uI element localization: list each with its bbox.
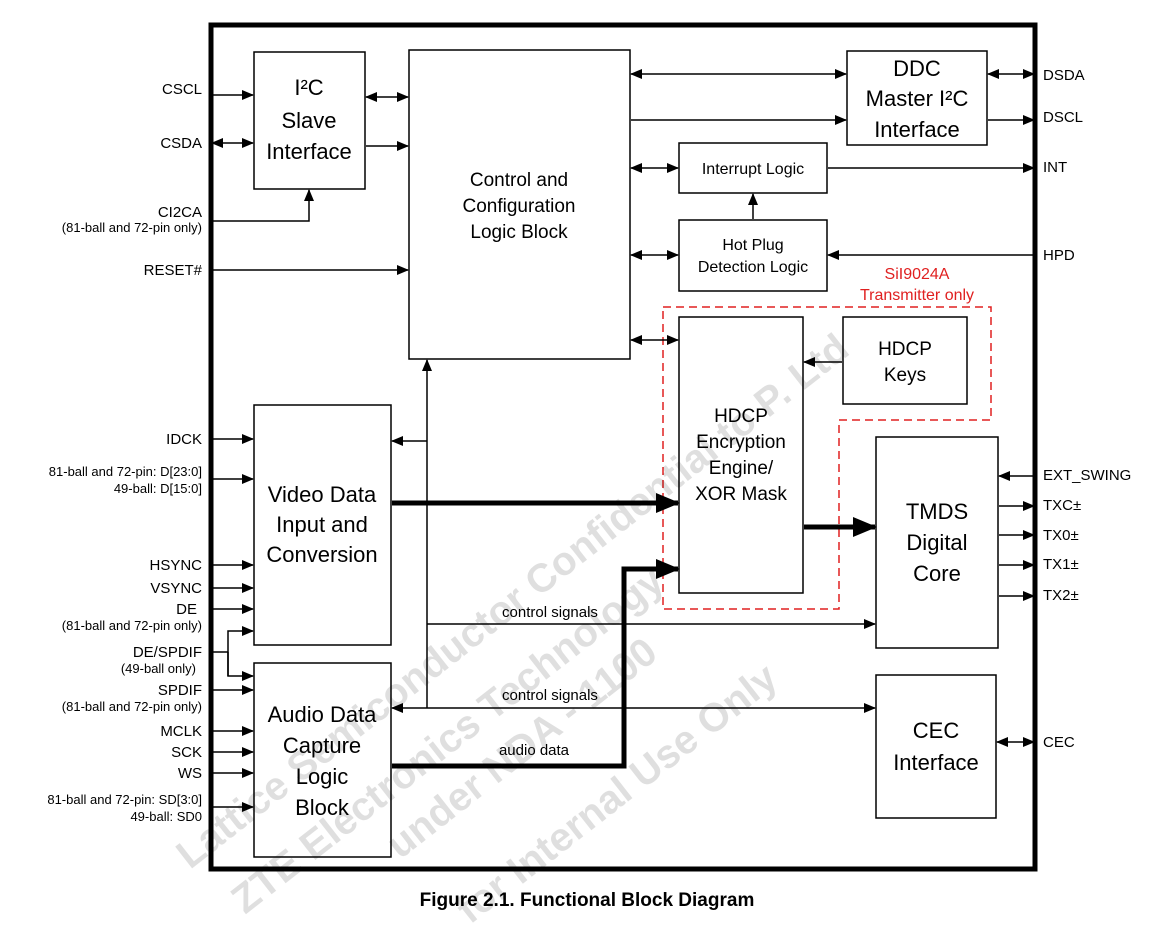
svg-text:(81-ball and 72-pin only): (81-ball and 72-pin only) <box>62 699 202 714</box>
video-data-block: Video Data Input and Conversion <box>253 404 392 646</box>
svg-text:(49-ball only): (49-ball only) <box>121 661 196 676</box>
svg-text:DE/SPDIF: DE/SPDIF <box>133 644 202 661</box>
svg-text:Logic: Logic <box>296 764 349 789</box>
svg-text:Capture: Capture <box>283 733 361 758</box>
svg-text:Master I²C: Master I²C <box>866 86 969 111</box>
svg-text:Hot Plug: Hot Plug <box>722 237 783 254</box>
svg-text:CSCL: CSCL <box>162 81 202 98</box>
svg-text:Encryption: Encryption <box>696 432 786 453</box>
connections <box>211 69 1035 812</box>
svg-text:TXC±: TXC± <box>1043 497 1081 514</box>
svg-text:WS: WS <box>178 765 202 782</box>
figure-caption: Figure 2.1. Functional Block Diagram <box>420 890 755 911</box>
ddc-master-block: DDC Master I²C Interface <box>846 50 988 146</box>
svg-text:49-ball: D[15:0]: 49-ball: D[15:0] <box>114 481 202 496</box>
svg-text:RESET#: RESET# <box>144 262 203 279</box>
control-config-block: Control and Configuration Logic Block <box>408 49 631 360</box>
svg-text:Video Data: Video Data <box>268 482 377 507</box>
svg-text:XOR Mask: XOR Mask <box>695 484 787 505</box>
svg-text:Core: Core <box>913 561 961 586</box>
svg-text:(81-ball and 72-pin only): (81-ball and 72-pin only) <box>62 618 202 633</box>
svg-text:DSCL: DSCL <box>1043 109 1083 126</box>
svg-text:Interrupt Logic: Interrupt Logic <box>702 161 804 178</box>
svg-text:INT: INT <box>1043 159 1067 176</box>
sii9024a-region <box>662 306 992 610</box>
chip-boundary <box>208 22 1038 872</box>
svg-text:EXT_SWING: EXT_SWING <box>1043 467 1131 484</box>
hdcp-keys-block: HDCP Keys <box>842 316 968 405</box>
svg-text:Detection Logic: Detection Logic <box>698 259 808 276</box>
svg-text:Input and: Input and <box>276 512 368 537</box>
tmds-core-block: TMDS Digital Core <box>875 436 999 649</box>
svg-text:TX0±: TX0± <box>1043 527 1079 544</box>
svg-text:SCK: SCK <box>171 744 202 761</box>
svg-text:HDCP: HDCP <box>714 406 768 427</box>
svg-text:DE: DE <box>176 601 197 618</box>
svg-text:Configuration: Configuration <box>462 196 575 217</box>
label-control-signals-1: control signals <box>502 604 598 621</box>
svg-text:MCLK: MCLK <box>160 723 202 740</box>
svg-text:HSYNC: HSYNC <box>149 557 202 574</box>
audio-data-block: Audio Data Capture Logic Block <box>253 662 392 858</box>
svg-text:Control and: Control and <box>470 170 568 191</box>
svg-text:HDCP: HDCP <box>878 339 932 360</box>
svg-text:Digital: Digital <box>906 530 967 555</box>
cec-interface-block: CEC Interface <box>875 674 997 819</box>
svg-text:TX1±: TX1± <box>1043 556 1079 573</box>
svg-text:CEC: CEC <box>913 718 960 743</box>
svg-text:Conversion: Conversion <box>266 542 377 567</box>
svg-text:Interface: Interface <box>893 750 979 775</box>
svg-text:Logic Block: Logic Block <box>470 222 568 243</box>
hdcp-engine-block: HDCP Encryption Engine/ XOR Mask <box>678 316 804 594</box>
svg-text:IDCK: IDCK <box>166 431 202 448</box>
svg-text:49-ball: SD0: 49-ball: SD0 <box>130 809 202 824</box>
svg-text:DDC: DDC <box>893 56 941 81</box>
svg-text:VSYNC: VSYNC <box>150 580 202 597</box>
svg-text:(81-ball and 72-pin only): (81-ball and 72-pin only) <box>62 220 202 235</box>
svg-text:SPDIF: SPDIF <box>158 682 202 699</box>
svg-text:Interface: Interface <box>874 117 960 142</box>
svg-text:Slave: Slave <box>281 108 336 133</box>
svg-text:Audio Data: Audio Data <box>268 702 378 727</box>
interrupt-logic-block: Interrupt Logic <box>678 142 828 194</box>
svg-text:HPD: HPD <box>1043 247 1075 264</box>
region-note-line1: SiI9024A <box>885 266 950 283</box>
region-note-line2: Transmitter only <box>860 287 974 304</box>
svg-text:TX2±: TX2± <box>1043 587 1079 604</box>
svg-text:DSDA: DSDA <box>1043 67 1085 84</box>
svg-text:CI2CA: CI2CA <box>158 204 202 221</box>
label-control-signals-2: control signals <box>502 687 598 704</box>
label-audio-data: audio data <box>499 742 570 759</box>
hot-plug-block: Hot Plug Detection Logic <box>678 219 828 292</box>
svg-text:TMDS: TMDS <box>906 499 968 524</box>
svg-text:Interface: Interface <box>266 139 352 164</box>
left-pin-labels: CSCL CSDA CI2CA (81-ball and 72-pin only… <box>47 81 202 824</box>
svg-text:Keys: Keys <box>884 365 926 386</box>
svg-text:81-ball and 72-pin: D[23:0]: 81-ball and 72-pin: D[23:0] <box>49 464 202 479</box>
svg-text:Block: Block <box>295 795 350 820</box>
svg-text:CSDA: CSDA <box>160 135 202 152</box>
svg-text:CEC: CEC <box>1043 734 1075 751</box>
svg-text:81-ball and 72-pin: SD[3:0]: 81-ball and 72-pin: SD[3:0] <box>47 792 202 807</box>
svg-text:I²C: I²C <box>294 75 323 100</box>
i2c-slave-block: I²C Slave Interface <box>253 51 366 190</box>
svg-text:Engine/: Engine/ <box>709 458 774 479</box>
right-pin-labels: DSDA DSCL INT HPD EXT_SWING TXC± TX0± TX… <box>1043 67 1131 751</box>
